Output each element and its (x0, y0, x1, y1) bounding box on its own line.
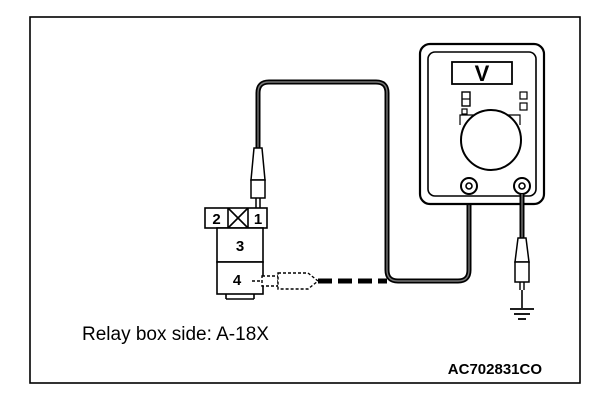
pin-label-4: 4 (233, 272, 242, 289)
test-probe-icon (250, 147, 266, 208)
back-probe-icon (252, 272, 320, 290)
ground-probe-icon (514, 237, 530, 308)
voltmeter-icon: V (418, 42, 546, 206)
rotary-selector-dial (460, 109, 522, 171)
meter-display (451, 61, 513, 85)
meter-display-symbol: V (475, 61, 490, 86)
connector-caption: Relay box side: A-18X (82, 324, 269, 345)
test-lead-wire-highlight (257, 81, 470, 282)
figure-code: AC702831CO (448, 361, 543, 378)
pin-label-2: 2 (212, 211, 220, 228)
relay-connector-icon: 2 1 3 4 (204, 207, 268, 300)
ground-symbol-icon (510, 308, 534, 320)
pin-label-1: 1 (254, 211, 262, 228)
pin-label-3: 3 (236, 238, 244, 255)
